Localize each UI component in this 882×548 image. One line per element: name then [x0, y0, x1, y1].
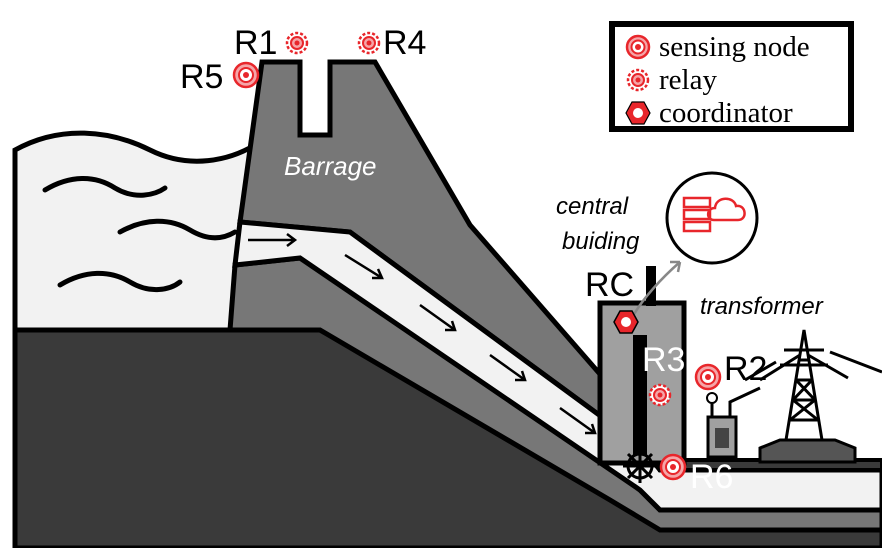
pylon-icon	[744, 329, 882, 441]
building-antenna	[646, 266, 656, 306]
reservoir-water	[12, 130, 258, 333]
turbine-icon	[623, 449, 657, 483]
legend-label: relay	[659, 63, 717, 96]
label-r2: R2	[724, 350, 768, 388]
wave-line	[42, 176, 168, 198]
coordinator-icon	[625, 101, 651, 125]
generator-shaft	[633, 335, 647, 455]
label-r4: R4	[383, 24, 427, 62]
wave-line	[57, 270, 183, 292]
label-r1: R1	[234, 24, 278, 62]
label-rc: RC	[585, 266, 635, 304]
coordinator-icon	[613, 310, 639, 334]
transformer-icon	[706, 386, 761, 459]
wave-line	[117, 218, 238, 241]
legend-label: sensing node	[659, 30, 810, 63]
relay-icon	[357, 31, 381, 55]
cloud-server-icon	[665, 171, 759, 265]
flow-arrows	[248, 233, 597, 435]
legend-item-sensing-node: sensing node	[625, 30, 810, 64]
sensing-node-icon	[232, 61, 260, 89]
label-transformer: transformer	[700, 293, 823, 320]
legend-label: coordinator	[659, 96, 793, 129]
penstock	[232, 219, 882, 513]
label-central-line2: buiding	[562, 228, 640, 255]
label-r5: R5	[180, 58, 224, 96]
relay-icon	[626, 68, 650, 92]
sensing-node-icon	[625, 34, 651, 60]
label-r6: R6	[690, 458, 734, 496]
label-central-line1: central	[556, 193, 629, 220]
legend-item-relay: relay	[625, 63, 717, 97]
relay-icon	[285, 31, 309, 55]
label-barrage: Barrage	[284, 151, 377, 181]
label-r3: R3	[642, 341, 686, 379]
sensing-node-icon	[659, 453, 687, 481]
pylon-base	[758, 438, 857, 464]
sensing-node-icon	[694, 363, 722, 391]
legend-box: sensing node relay coordinator	[609, 21, 854, 132]
relay-icon	[648, 383, 672, 407]
link-arrowhead	[670, 260, 682, 273]
legend-item-coordinator: coordinator	[625, 96, 793, 130]
